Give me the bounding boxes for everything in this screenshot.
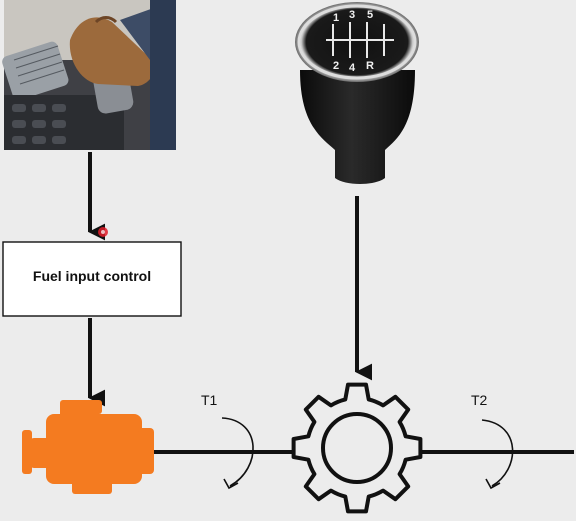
- gear-cog-icon: [291, 382, 423, 514]
- torque-1-rotation-arrow-icon: [221, 417, 254, 490]
- shift-label-2: 2: [333, 60, 339, 72]
- fuel-input-control-box: [2, 241, 182, 317]
- shift-label-5: 5: [367, 9, 373, 21]
- foot-on-pedal-photo: [2, 0, 176, 150]
- shift-label-4: 4: [349, 62, 356, 74]
- torque-2-rotation-arrow-icon: [481, 419, 514, 490]
- torque-1-label: T1: [201, 392, 218, 408]
- gear-shift-knob-icon: 1 3 5 2 4 R: [295, 2, 419, 184]
- torque-2-label: T2: [471, 392, 488, 408]
- fuel-input-control-label: Fuel input control: [32, 268, 152, 284]
- shift-label-r: R: [366, 60, 374, 72]
- engine-icon: [22, 400, 154, 494]
- shift-label-1: 1: [333, 12, 339, 24]
- shift-label-3: 3: [349, 9, 355, 21]
- gear-cog-hole: [321, 412, 393, 484]
